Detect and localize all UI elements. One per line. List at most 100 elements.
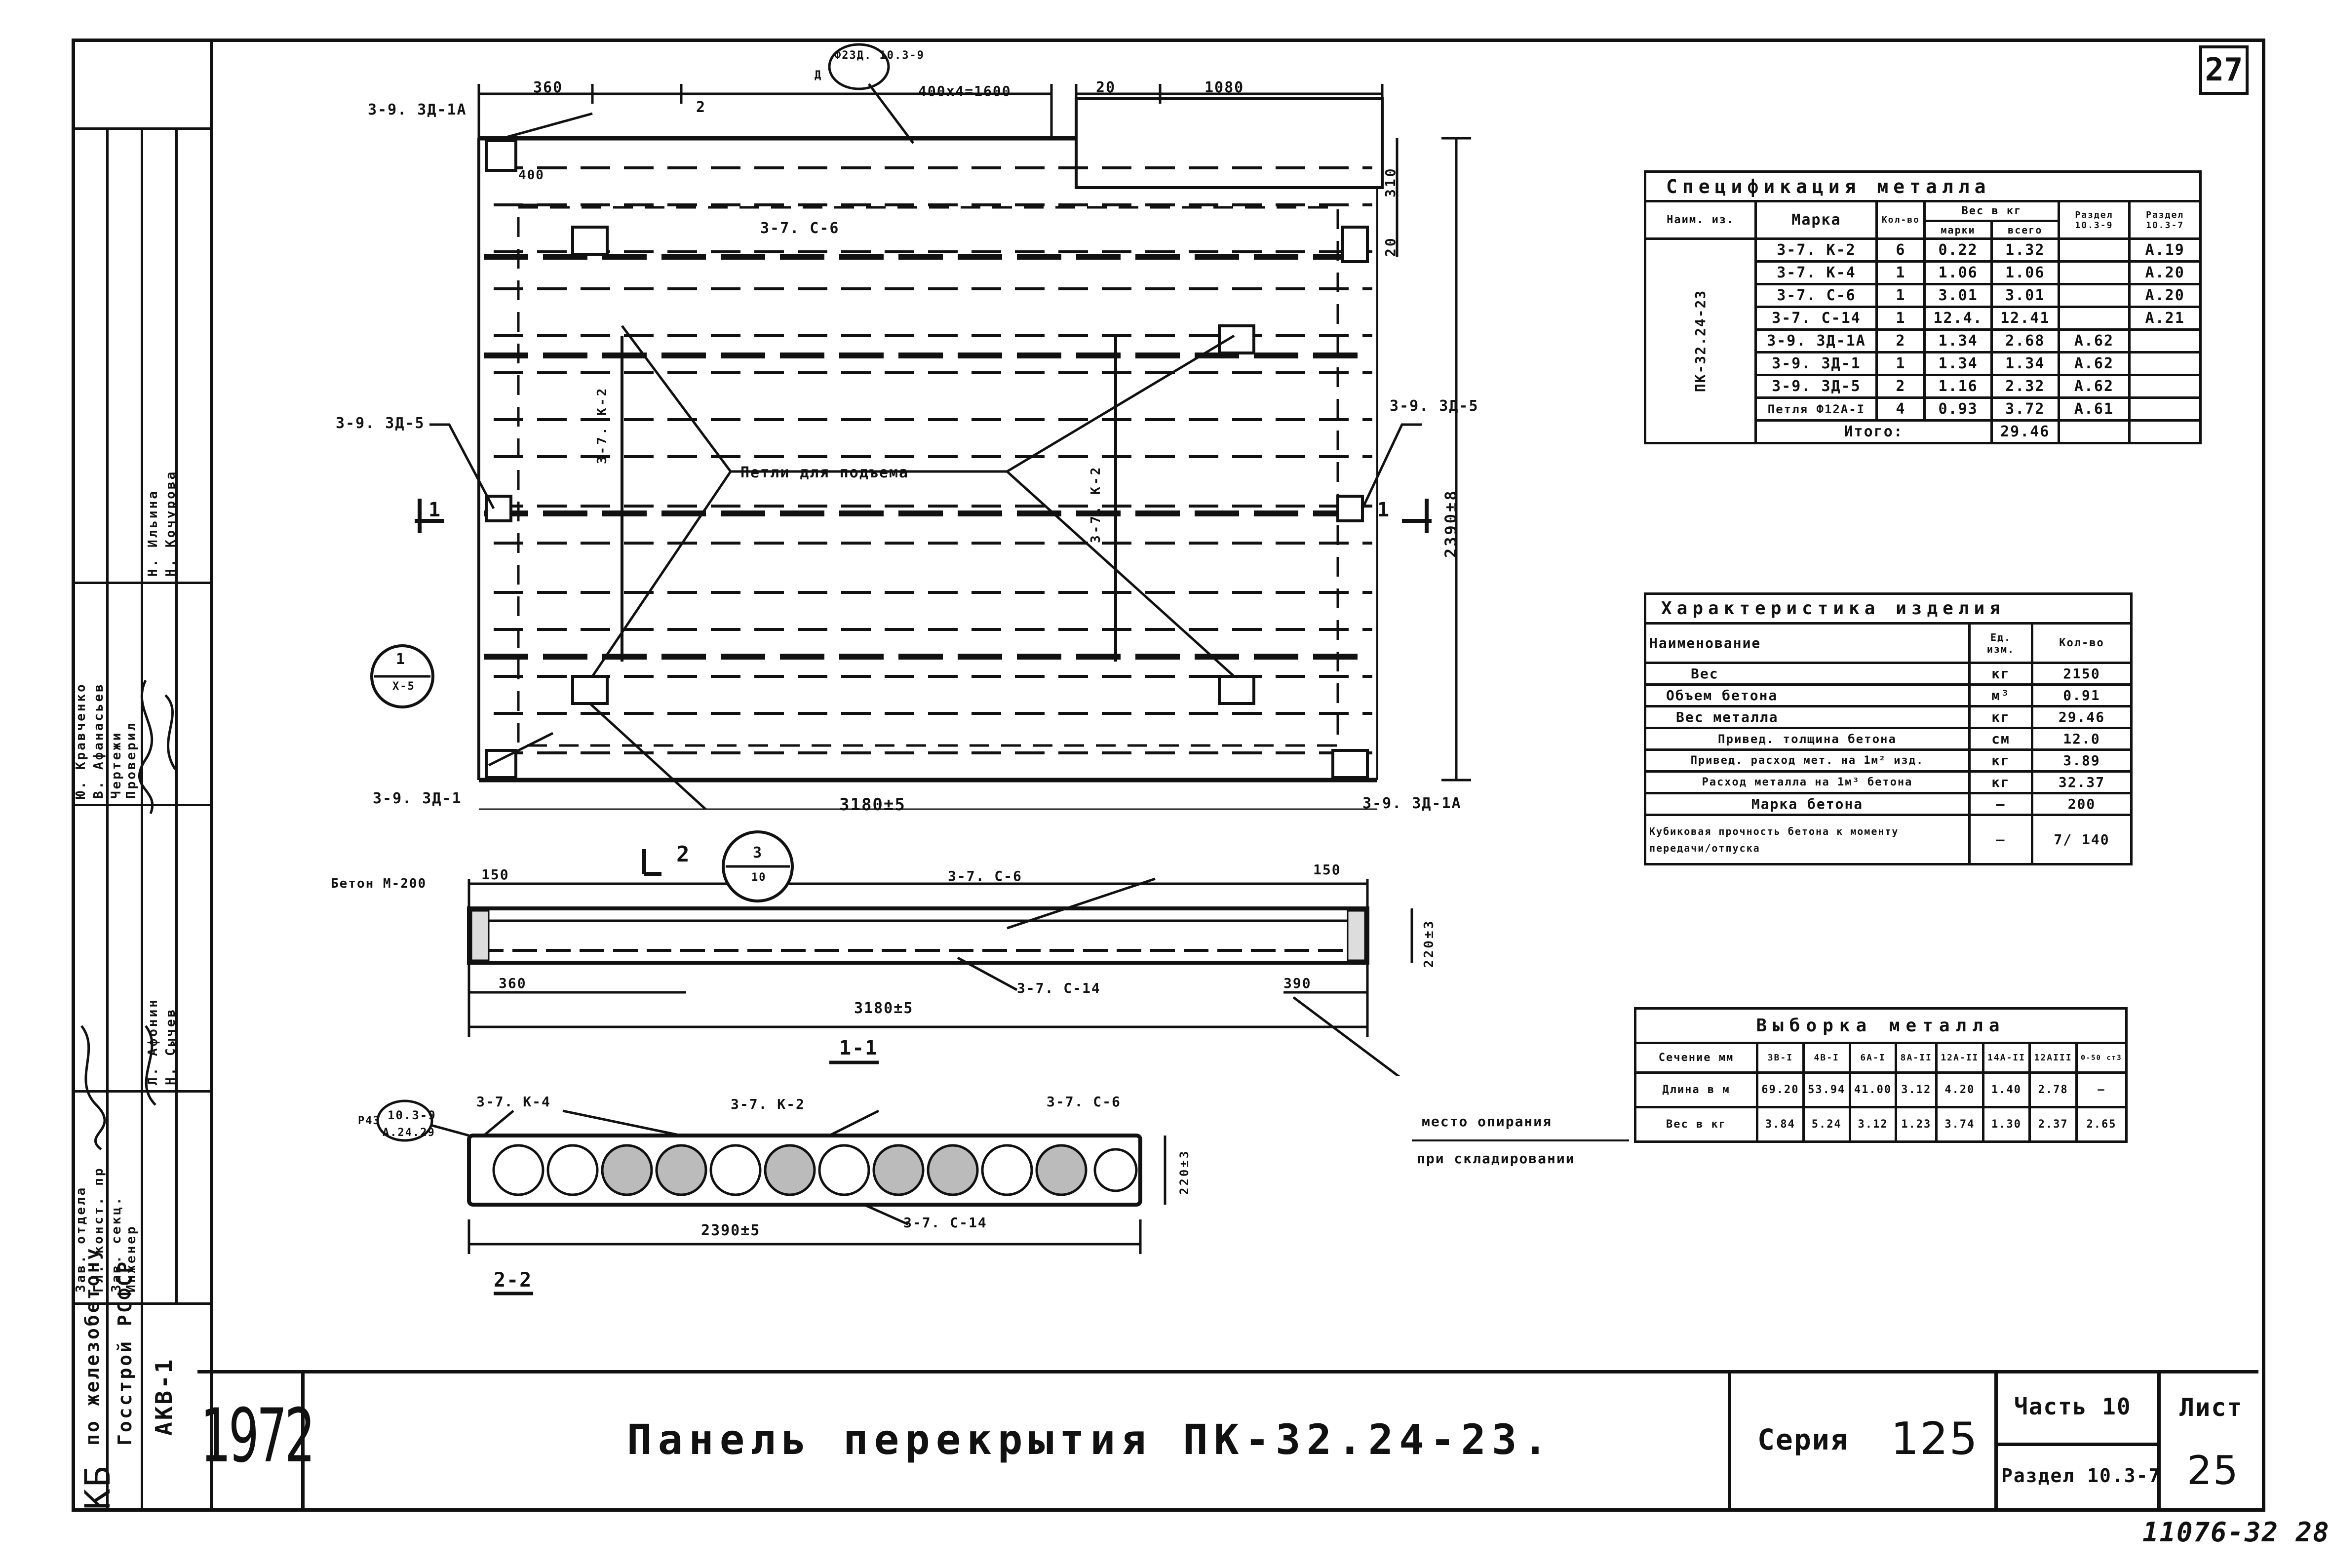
- node-b-sub: 10: [751, 871, 767, 884]
- sample-h: 3В-I: [1756, 1042, 1805, 1074]
- plan-dim-right-a: 310: [1382, 166, 1399, 197]
- spec-row-s1: А.62: [2057, 351, 2131, 376]
- void-4: [655, 1144, 707, 1196]
- sample-cell: 5.24: [1802, 1106, 1851, 1143]
- plan-top-callout: Ф23Д. 10.3-9: [834, 49, 925, 62]
- sample-cell: 1.23: [1895, 1106, 1938, 1143]
- spec-total-empty1: [2057, 419, 2131, 444]
- stamp-code: АКВ-1: [151, 1357, 177, 1436]
- section-22-dim-width: 2390±5: [701, 1222, 761, 1239]
- sample-cell: 53.94: [1802, 1071, 1851, 1108]
- sample-cell: 3.74: [1935, 1106, 1984, 1143]
- char-row-qty: 12.0: [2031, 727, 2133, 751]
- node-a-num: 1: [396, 651, 406, 668]
- sheet-number-box: 27: [2199, 45, 2249, 95]
- year-cell: 1972: [197, 1373, 315, 1508]
- sample-h: Ф-50 ст3: [2075, 1042, 2128, 1074]
- spec-row-s1: [2057, 237, 2131, 263]
- char-h-qty: Кол-во: [2031, 622, 2133, 664]
- section-11-section-mark: 2: [676, 842, 691, 867]
- spec-row-s2: [2128, 351, 2202, 376]
- stamp-col-line2: [141, 127, 143, 1512]
- spec-h-name: Наим. из.: [1643, 200, 1757, 240]
- mesh-frame: [517, 206, 1339, 747]
- stamp-col-line3: [175, 127, 178, 1302]
- char-row-name: Вес металла: [1644, 705, 1971, 729]
- year-text: 1972: [200, 1393, 315, 1479]
- char-row-unit: кг: [1968, 705, 2033, 729]
- char-row-name: Привед. расход мет. на 1м² изд.: [1644, 748, 1971, 773]
- sample-h: 14А-II: [1982, 1042, 2031, 1074]
- stamp-h4: [72, 1090, 210, 1093]
- section-22-prefix: Р43: [358, 1115, 381, 1127]
- metal-sample-table: Выборка металла Сечение мм 3В-I 4В-I 6А-…: [1634, 1007, 2128, 1143]
- spec-total-empty2: [2128, 419, 2202, 444]
- sample-cell: 2.78: [2028, 1071, 2078, 1108]
- stamp-col-line1: [106, 127, 109, 1512]
- spec-row-t: 1.34: [1990, 351, 2060, 376]
- section-11-dim-overall: 3180±5: [854, 1000, 914, 1017]
- stamp-name-b1: Н. Ильина: [146, 489, 160, 577]
- spec-row-s2: А.20: [2128, 260, 2202, 285]
- spec-row-s1: [2057, 306, 2131, 331]
- part-cell: Часть 10: [1994, 1373, 2161, 1446]
- void-2: [546, 1144, 599, 1196]
- sample-cell: 1.30: [1982, 1106, 2031, 1143]
- spec-row-s2: А.20: [2128, 283, 2202, 308]
- char-row-unit: м³: [1968, 683, 2033, 707]
- spec-row-w: 3.01: [1923, 283, 1993, 308]
- plan-right-label-1: 3-9. ЗД-5: [1390, 397, 1479, 415]
- char-row-unit: см: [1968, 727, 2033, 751]
- section-22-dims: [414, 1109, 1166, 1254]
- char-h-unit: Ед. изм.: [1968, 622, 2033, 664]
- spec-title: Спецификация металла: [1644, 170, 2202, 202]
- stamp-h3: [72, 804, 210, 806]
- sample-row-label: Длина в м: [1634, 1071, 1758, 1108]
- plan-dim-2: 2: [696, 99, 706, 116]
- section-label: Раздел 10.3-7: [2001, 1465, 2161, 1487]
- plan-dim-1600: 400x4=1600: [918, 83, 1011, 99]
- char-row-qty: 7/ 140: [2031, 814, 2133, 865]
- spec-total-label: Итого:: [1754, 419, 1993, 444]
- char-row-qty: 32.37: [2031, 770, 2133, 794]
- spec-h-sec2: Раздел 10.3-7: [2128, 200, 2202, 240]
- signature-4: [145, 1025, 156, 1106]
- char-title: Характеристика изделия: [1644, 592, 2133, 625]
- part-label: Часть 10: [2014, 1393, 2132, 1420]
- voids: [492, 1144, 1138, 1196]
- section-11-mark-c14: 3-7. С-14: [1017, 980, 1101, 996]
- top-callout-leader: [868, 83, 914, 144]
- title-cell: Панель перекрытия ПК-32.24-23.: [301, 1373, 1731, 1508]
- char-row-unit: кг: [1968, 770, 2033, 794]
- heavy-rebar-lines: [484, 254, 1372, 660]
- embedded-parts: [485, 139, 1369, 779]
- section-11-dim-bl: 360: [499, 975, 527, 991]
- char-row-name: Кубиковая прочность бетона к моменту пер…: [1644, 814, 1971, 865]
- sample-cell: 1.40: [1982, 1071, 2031, 1108]
- spec-h-mark: Марка: [1754, 200, 1878, 240]
- void-5: [709, 1144, 762, 1196]
- section-22-callout: 10.3-9: [388, 1108, 436, 1122]
- spec-row-mark: Петля Ф12А-I: [1754, 396, 1878, 422]
- void-3: [601, 1144, 653, 1196]
- char-row-qty: 0.91: [2031, 683, 2133, 707]
- char-row-qty: 200: [2031, 792, 2133, 816]
- leader-lines: [429, 112, 1422, 810]
- series-label: Серия: [1757, 1423, 1849, 1456]
- plan-right-label-2: 3-9. ЗД-1А: [1362, 795, 1462, 812]
- section-cell: Раздел 10.3-7: [1994, 1443, 2161, 1508]
- spec-row-qty: 4: [1875, 396, 1926, 422]
- section-11-dim-right: 150: [1313, 862, 1341, 878]
- sheet-cell: Лист 25: [2157, 1373, 2258, 1508]
- plan-mark-c6: 3-7. С-6: [760, 220, 840, 237]
- char-row-qty: 2150: [2031, 662, 2133, 686]
- place-line1: место опирания: [1422, 1113, 1553, 1130]
- sheet-value: 25: [2187, 1448, 2239, 1493]
- sample-title: Выборка металла: [1634, 1007, 2128, 1044]
- bottom-code: 11076-32 28: [2142, 1517, 2330, 1548]
- spec-row-w: 1.34: [1923, 351, 1993, 376]
- sample-cell: 2.65: [2075, 1106, 2128, 1143]
- spec-row-s2: [2128, 396, 2202, 422]
- spec-row-t: 3.01: [1990, 283, 2060, 308]
- sample-cell: 69.20: [1756, 1071, 1805, 1108]
